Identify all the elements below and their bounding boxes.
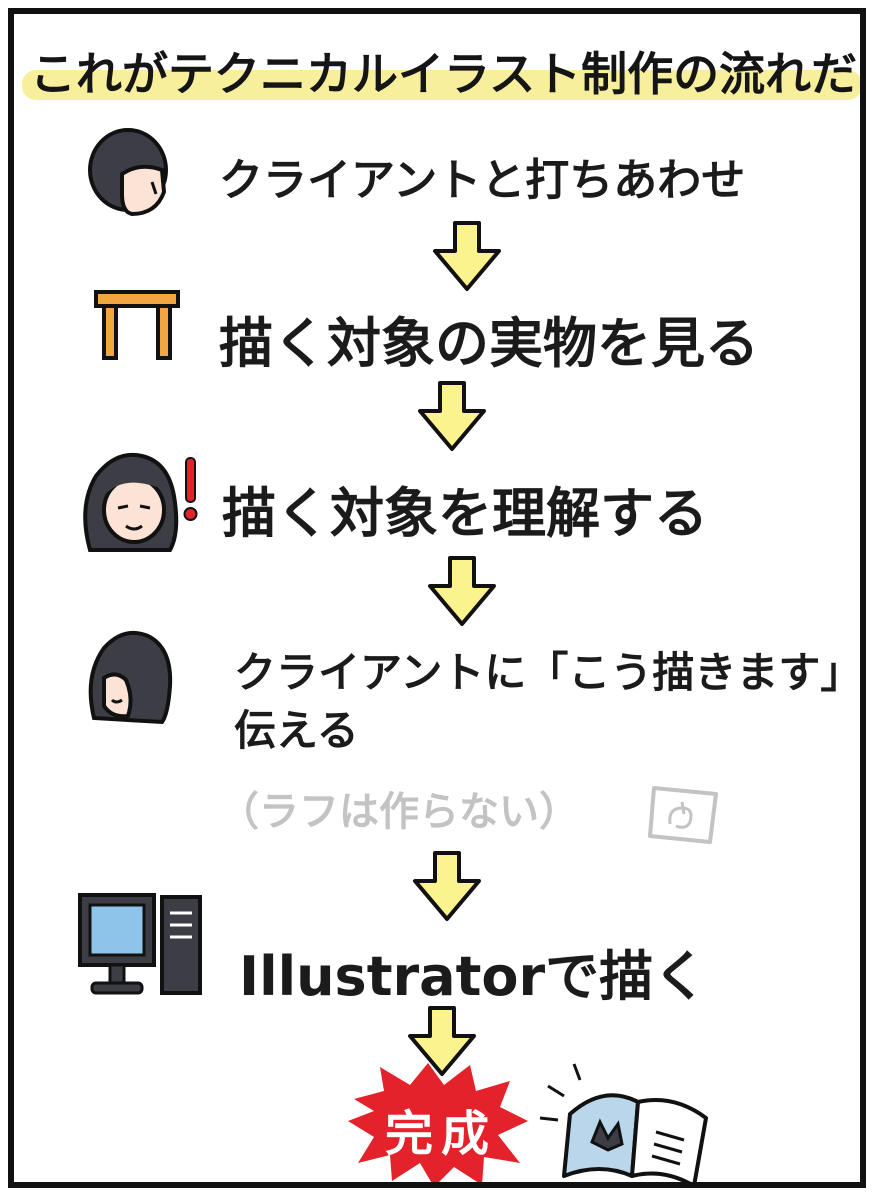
paper-doodle-icon [648, 786, 718, 844]
step-understand-object: 描く対象を理解する [222, 482, 708, 545]
arrow-down-1 [433, 221, 501, 291]
step-client-meeting: クライアントと打ちあわせ [219, 155, 746, 206]
open-manual-icon [539, 1063, 708, 1182]
completion-burst [348, 1063, 528, 1182]
page-title: これがテクニカルイラスト制作の流れだ [30, 47, 858, 101]
title-highlight [22, 70, 860, 100]
client-face-icon [88, 128, 168, 217]
desktop-computer-icon [78, 893, 202, 995]
step-tell-client-line1: クライアントに「こう描きます」と [234, 648, 866, 697]
arrow-down-2 [418, 381, 486, 451]
table-icon [94, 290, 180, 360]
illustrator-face-icon [88, 631, 173, 725]
completion-label: 完成 [384, 1106, 497, 1162]
no-rough-note: （ラフは作らない） [219, 789, 579, 835]
step-tell-client-line2: 伝える [234, 706, 359, 755]
arrow-down-5 [408, 1006, 476, 1076]
arrow-down-4 [413, 851, 481, 921]
step-tell-client: クライアントに「こう描きます」と 伝える [234, 644, 866, 760]
illustrator-face-exclaim-icon [83, 453, 198, 552]
comic-panel: これがテクニカルイラスト制作の流れだ クライアントと打ちあわせ 描く対象の実物を… [8, 8, 866, 1188]
step-see-object: 描く対象の実物を見る [219, 312, 759, 375]
step-draw-in-illustrator: Illustratorで描く [239, 945, 708, 1008]
arrow-down-3 [428, 556, 496, 626]
